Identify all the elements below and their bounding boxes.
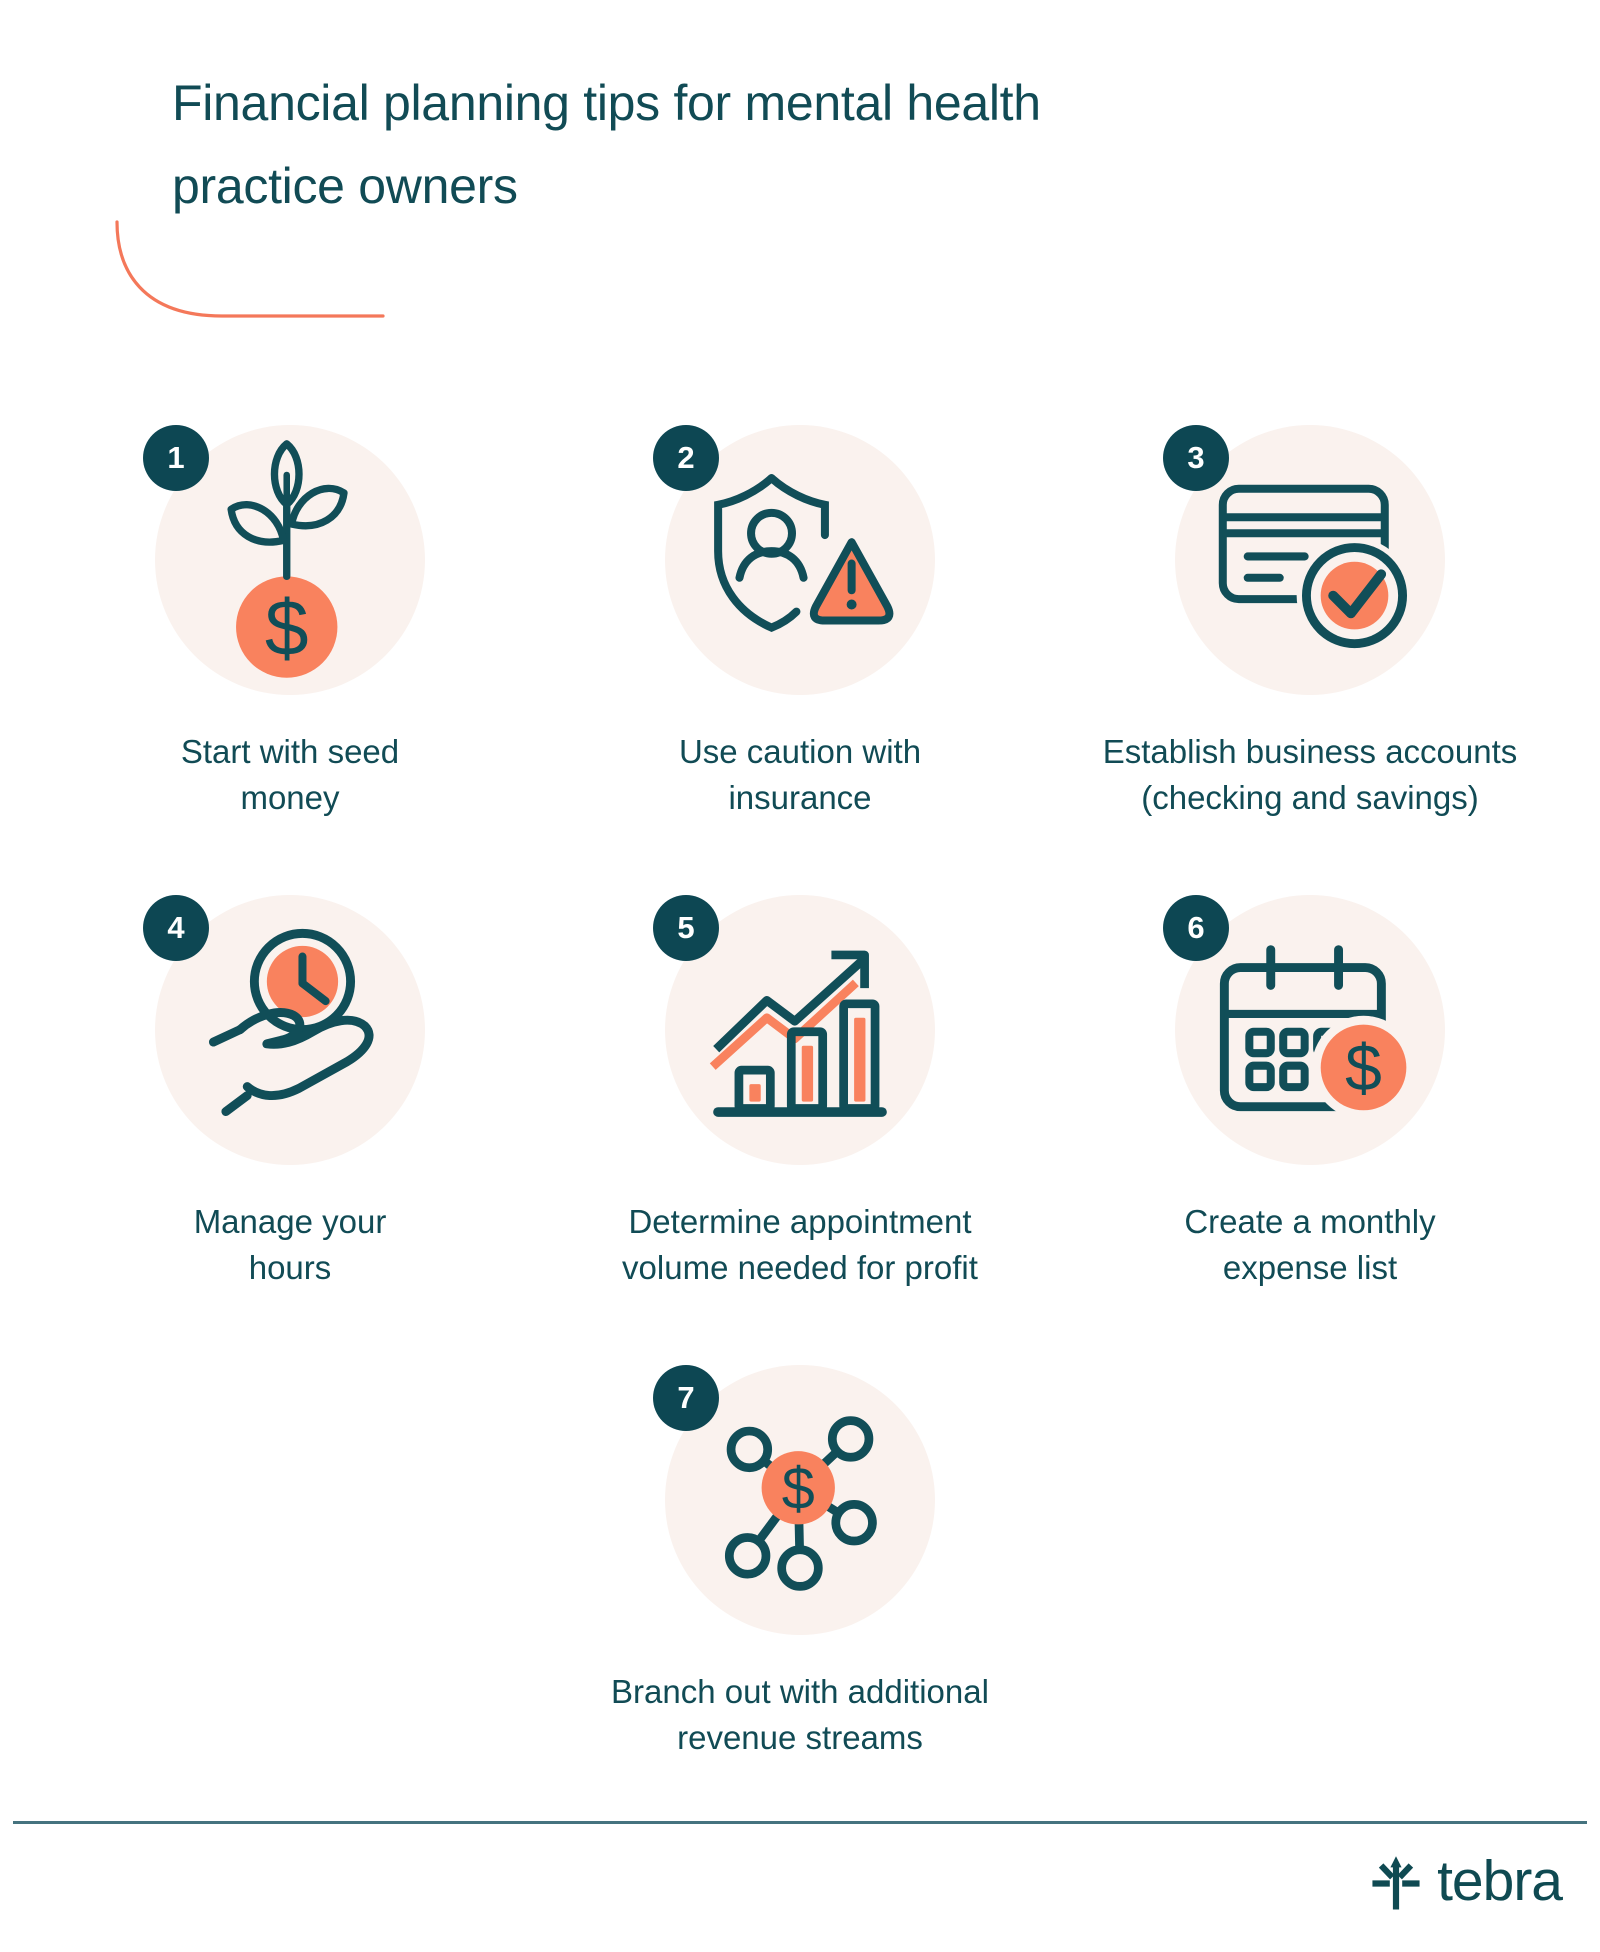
tebra-logo-icon — [1372, 1856, 1420, 1910]
step-7-caption: Branch out with additional revenue strea… — [611, 1673, 989, 1756]
step-4-badge: 4 — [143, 895, 209, 961]
step-6-badge: 6 — [1163, 895, 1229, 961]
step-1-icon-circle: 1 $ — [143, 425, 425, 695]
step-5-icon-circle: 5 — [653, 895, 935, 1165]
accent-swoosh-icon — [115, 220, 385, 318]
step-7-number: 7 — [677, 1380, 695, 1415]
step-5-badge: 5 — [653, 895, 719, 961]
step-7-icon-circle: 7 $ — [653, 1365, 935, 1635]
step-3-badge: 3 — [1163, 425, 1229, 491]
step-3-caption: Establish business accounts (checking an… — [1102, 733, 1518, 816]
seed-money-icon: $ — [227, 440, 348, 678]
page-title-line-1: Financial planning tips for mental healt… — [172, 75, 1041, 131]
monthly-expense-icon: $ — [1219, 945, 1410, 1120]
step-3-number: 3 — [1187, 440, 1205, 475]
step-item-6: 6 $ Create a monthly — [1070, 895, 1550, 1291]
step-5-caption: Determine appointment volume needed for … — [622, 1203, 978, 1286]
page-title-line-2: practice owners — [172, 158, 518, 214]
step-6-caption: Create a monthly expense list — [1184, 1203, 1436, 1286]
step-3-icon-circle: 3 — [1163, 425, 1445, 695]
tebra-logo: tebra — [1365, 1848, 1563, 1914]
insurance-caution-icon — [714, 474, 900, 634]
step-1-badge: 1 — [143, 425, 209, 491]
step-2-caption: Use caution with insurance — [678, 733, 922, 816]
tebra-logo-text: tebra — [1437, 1849, 1563, 1913]
step-4-number: 4 — [167, 910, 185, 945]
step-2-icon-circle: 2 — [653, 425, 935, 695]
step-item-2: 2 Use caution with insurance — [560, 425, 1040, 821]
step-item-7: 7 $ Branch out with — [560, 1365, 1040, 1761]
dollar-glyph: $ — [1345, 1031, 1382, 1105]
step-1-caption: Start with seed money — [180, 733, 400, 816]
page-title: Financial planning tips for mental healt… — [172, 62, 1041, 228]
step-1-number: 1 — [167, 440, 185, 475]
step-6-number: 6 — [1187, 910, 1205, 945]
step-5-number: 5 — [677, 910, 695, 945]
step-7-badge: 7 — [653, 1365, 719, 1431]
business-accounts-icon — [1218, 484, 1408, 649]
appointment-volume-icon — [709, 950, 887, 1117]
step-2-number: 2 — [677, 440, 695, 475]
step-item-4: 4 Manage your hours — [50, 895, 530, 1291]
step-4-caption: Manage your hours — [193, 1203, 387, 1286]
step-item-3: 3 Establish business accounts (checking … — [1070, 425, 1550, 821]
step-2-badge: 2 — [653, 425, 719, 491]
step-item-5: 5 Determine appointment volume ne — [560, 895, 1040, 1291]
manage-hours-icon — [208, 928, 374, 1116]
revenue-streams-icon: $ — [724, 1416, 877, 1591]
step-item-1: 1 $ Start with seed money — [50, 425, 530, 821]
dollar-glyph: $ — [782, 1455, 815, 1522]
footer-divider — [13, 1821, 1587, 1824]
step-4-icon-circle: 4 — [143, 895, 425, 1165]
dollar-glyph: $ — [265, 584, 309, 672]
step-6-icon-circle: 6 $ — [1163, 895, 1445, 1165]
